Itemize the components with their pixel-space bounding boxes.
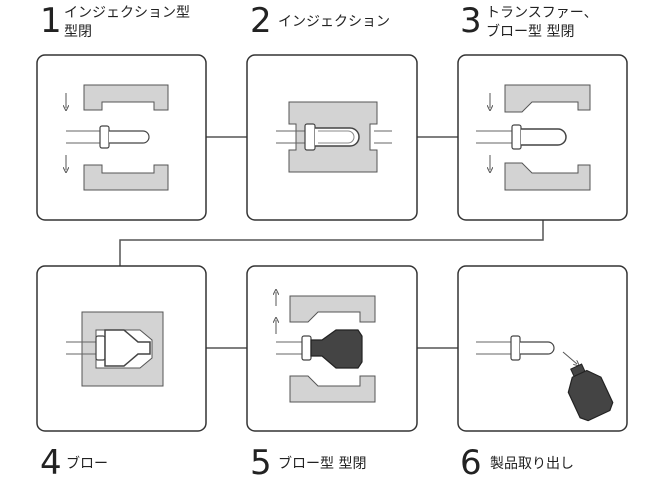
step-1-number: 1 (40, 1, 62, 41)
step-3-illustration (476, 84, 591, 191)
step-3-label-line2: ブロー型 型閉 (486, 24, 575, 40)
step-4-number: 4 (40, 443, 62, 483)
step-1-label-line2: 型閉 (64, 24, 92, 40)
step-2-label-line1: インジェクション (278, 14, 390, 30)
step-3-label-line1: トランスファー、 (486, 5, 598, 21)
step-1-illustration (66, 84, 169, 191)
step-4-illustration (66, 311, 164, 387)
step-5-label-line1: ブロー型 型閉 (278, 456, 367, 472)
step-6-label-line1: 製品取り出し (490, 456, 574, 472)
step-4-label-line1: ブロー (66, 456, 108, 472)
bottle-icon (310, 329, 363, 369)
step-2-illustration (276, 101, 392, 173)
step-5-illustration (276, 292, 376, 403)
arrow-diagonal-icon (562, 351, 577, 364)
step-3-number: 3 (460, 1, 482, 41)
step-2-number: 2 (250, 1, 272, 41)
connector-3-4 (119, 220, 544, 266)
step-6-number: 6 (460, 443, 482, 483)
step-1-label-line1: インジェクション型 (64, 5, 190, 21)
connector-lines (119, 136, 544, 349)
step-5-number: 5 (250, 443, 272, 483)
step-6-illustration (476, 335, 614, 422)
bottle-icon (567, 363, 614, 422)
